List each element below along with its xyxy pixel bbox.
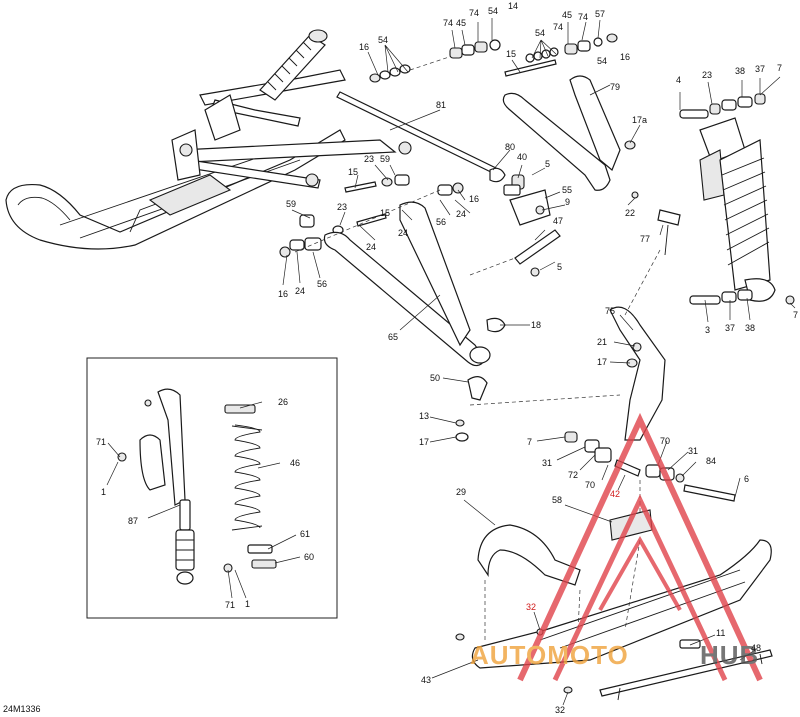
callout-label: 32 [555, 705, 565, 715]
callout-label: 4 [676, 75, 681, 85]
callout-label: 38 [735, 66, 745, 76]
watermark-logo: AUTOMOTO HUB [470, 412, 763, 682]
callout-label: 61 [300, 529, 310, 539]
callout-label: 32 [526, 602, 536, 612]
callout-label: 59 [380, 154, 390, 164]
reference-code: 24M1336 [3, 704, 41, 714]
callout-label: 9 [565, 197, 570, 207]
callout-label: 56 [436, 217, 446, 227]
callout-label: 31 [542, 458, 552, 468]
right-shock-absorber [679, 93, 795, 305]
callout-label: 54 [597, 56, 607, 66]
callout-label: 18 [531, 320, 541, 330]
callout-label: 74 [443, 18, 453, 28]
callout-label: 23 [702, 70, 712, 80]
assembled-suspension-view [5, 29, 501, 250]
ski-assembly [455, 509, 773, 701]
callout-label: 16 [469, 194, 479, 204]
leader-lines [106, 18, 796, 706]
callout-label: 5 [557, 262, 562, 272]
callout-label: 79 [610, 82, 620, 92]
callout-label: 81 [436, 100, 446, 110]
callout-label: 15 [380, 208, 390, 218]
callout-label: 17 [597, 357, 607, 367]
callout-label: 13 [419, 411, 429, 421]
callout-label: 16 [359, 42, 369, 52]
callout-label: 26 [278, 397, 288, 407]
callout-label: 50 [430, 373, 440, 383]
callout-label: 37 [725, 323, 735, 333]
callout-label: 46 [290, 458, 300, 468]
callout-labels: 16 54 74 45 74 54 14 15 54 45 74 74 57 5… [96, 1, 798, 715]
callout-label: 58 [552, 495, 562, 505]
callout-label: 59 [286, 199, 296, 209]
callout-label: 57 [595, 9, 605, 19]
watermark-text-automoto: AUTOMOTO [470, 640, 629, 670]
callout-label: 3 [705, 325, 710, 335]
callout-label: 74 [578, 12, 588, 22]
callout-label: 5 [545, 159, 550, 169]
callout-label: 15 [348, 167, 358, 177]
callout-label: 45 [562, 10, 572, 20]
callout-label: 7 [527, 437, 532, 447]
callout-label: 70 [585, 480, 595, 490]
callout-label: 1 [101, 487, 106, 497]
callout-label: 74 [469, 8, 479, 18]
watermark-text-hub: HUB [700, 640, 759, 670]
callout-label: 1 [245, 599, 250, 609]
callout-label: 17 [419, 437, 429, 447]
callout-label: 11 [716, 628, 725, 638]
callout-label: 56 [317, 279, 327, 289]
callout-label: 65 [388, 332, 398, 342]
upper-a-arm-79 [502, 75, 636, 191]
callout-label: 70 [660, 436, 670, 446]
callout-label: 80 [505, 142, 515, 152]
callout-label: 40 [517, 152, 527, 162]
callout-label: 24 [398, 228, 408, 238]
callout-label: 54 [378, 35, 388, 45]
callout-label: 71 [225, 600, 235, 610]
callout-label: 60 [304, 552, 314, 562]
callout-label: 23 [364, 154, 374, 164]
callout-label: 24 [366, 242, 376, 252]
callout-label: 47 [553, 216, 563, 226]
callout-label: 42 [610, 489, 620, 499]
callout-label: 84 [706, 456, 716, 466]
inset-shock-detail [86, 357, 338, 619]
callout-label: 48 [751, 643, 761, 653]
upper-hardware-stack [369, 33, 618, 83]
callout-label: 31 [688, 446, 698, 456]
callout-label: 22 [625, 208, 635, 218]
callout-label: 45 [456, 18, 466, 28]
callout-label: 16 [620, 52, 630, 62]
callout-label: 77 [640, 234, 650, 244]
callout-label: 17a [632, 115, 647, 125]
callout-label: 37 [755, 64, 765, 74]
callout-label: 6 [744, 474, 749, 484]
callout-label: 14 [508, 1, 518, 11]
callout-label: 38 [745, 323, 755, 333]
callout-label: 24 [456, 209, 466, 219]
callout-label: 72 [568, 470, 578, 480]
callout-label: 23 [337, 202, 347, 212]
callout-label: 7 [777, 63, 782, 73]
callout-label: 43 [421, 675, 431, 685]
callout-label: 7 [793, 310, 798, 320]
callout-label: 75 [605, 306, 615, 316]
callout-label: 74 [553, 22, 563, 32]
callout-label: 15 [506, 49, 516, 59]
callout-label: 24 [295, 286, 305, 296]
callout-label: 16 [278, 289, 288, 299]
callout-label: 21 [597, 337, 607, 347]
callout-label: 87 [128, 516, 138, 526]
callout-label: 29 [456, 487, 466, 497]
callout-label: 55 [562, 185, 572, 195]
callout-label: 54 [488, 6, 498, 16]
callout-label: 54 [535, 28, 545, 38]
centre-parts [279, 167, 736, 502]
callout-label: 71 [96, 437, 106, 447]
